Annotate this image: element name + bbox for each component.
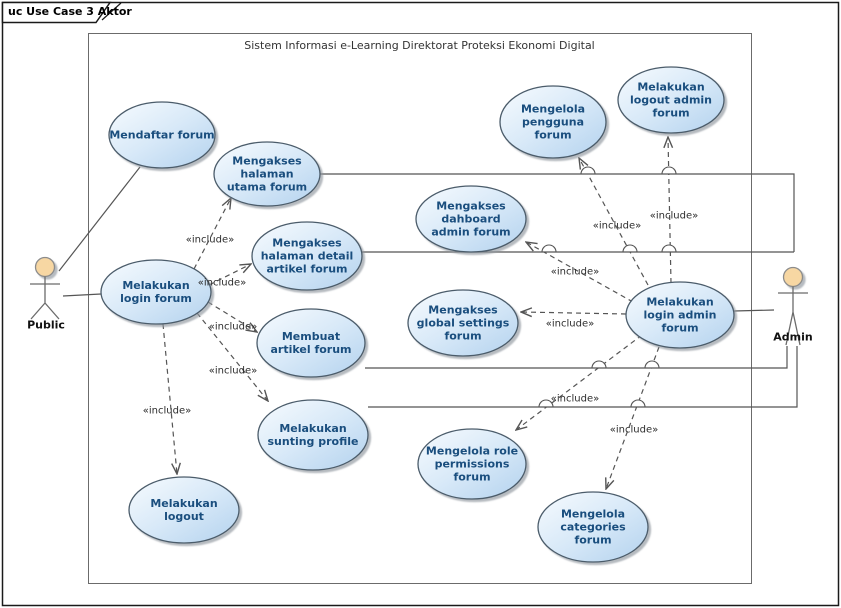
usecase-mengelola-pengguna[interactable] xyxy=(499,85,607,159)
connector-adminlogin-pengguna xyxy=(579,158,649,286)
actor-admin-name: Admin xyxy=(773,330,813,344)
connector-public-login xyxy=(62,293,102,297)
usecase-melakukan-login-forum[interactable] xyxy=(100,259,212,325)
frame-tab xyxy=(1,1,112,24)
usecase-membuat-artikel[interactable] xyxy=(256,308,366,378)
actor-public-name: Public xyxy=(27,318,65,332)
frame-tab-label: uc Use Case 3 Aktor xyxy=(8,5,132,18)
usecase-mengelola-role-permissions[interactable] xyxy=(417,428,527,500)
connector-login-sunting xyxy=(196,312,268,401)
usecase-melakukan-logout-admin[interactable] xyxy=(617,66,725,134)
include-connectors xyxy=(162,137,671,489)
actor-admin-head xyxy=(782,266,804,288)
connector-adminlogin-categories xyxy=(606,346,660,489)
actor-admin-body xyxy=(778,286,808,346)
connector-login-logout xyxy=(162,323,177,474)
connector-sunting-admin xyxy=(368,346,798,408)
connector-login-detail xyxy=(208,264,251,286)
connector-utama-admin xyxy=(320,173,795,252)
system-boundary-title: Sistem Informasi e-Learning Direktorat P… xyxy=(244,39,595,52)
line-jumps xyxy=(538,166,677,408)
usecase-mengakses-dahboard-admin[interactable] xyxy=(415,185,527,253)
connector-public-mendaftar xyxy=(58,166,141,272)
usecase-melakukan-logout[interactable] xyxy=(128,476,240,544)
connector-membuat-admin xyxy=(365,346,788,369)
actor-public-body xyxy=(30,276,60,320)
usecase-mendaftar-forum[interactable] xyxy=(108,101,216,169)
usecase-mengakses-global-settings[interactable] xyxy=(407,289,519,357)
association-connectors xyxy=(58,166,798,408)
usecase-mengakses-halaman-detail[interactable] xyxy=(251,221,363,291)
connector-adminlogin-logoutadmin xyxy=(668,137,671,284)
connector-login-utama xyxy=(193,198,231,270)
actor-public-head xyxy=(34,256,56,278)
connector-login-membuat xyxy=(207,301,257,332)
usecase-mengelola-categories[interactable] xyxy=(537,491,649,563)
usecase-mengakses-halaman-utama[interactable] xyxy=(213,141,321,207)
usecase-melakukan-login-admin[interactable] xyxy=(625,281,735,349)
actor-admin[interactable] xyxy=(778,266,808,346)
connector-adminlogin-admin xyxy=(733,309,775,312)
usecase-nodes xyxy=(100,66,735,563)
frame-tab-slash xyxy=(101,2,122,21)
usecase-melakukan-sunting-profile[interactable] xyxy=(257,399,369,471)
actor-public[interactable] xyxy=(30,256,60,320)
